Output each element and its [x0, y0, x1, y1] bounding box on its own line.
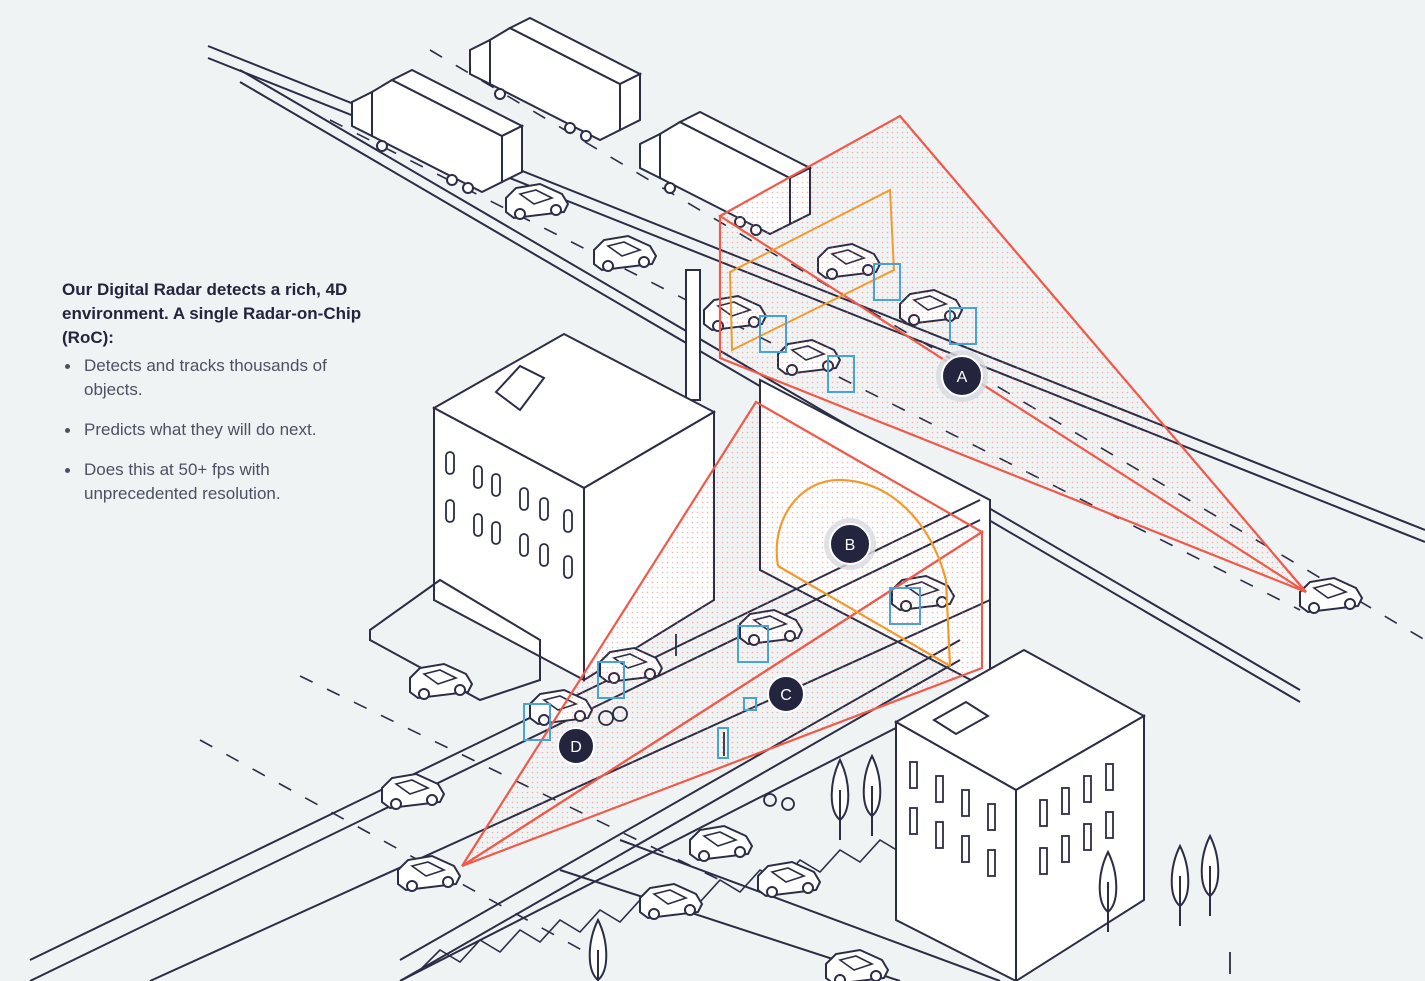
truck-icon — [351, 17, 811, 236]
building-windows — [445, 451, 573, 579]
feature-item: Does this at 50+ fps with unprecedented … — [62, 458, 362, 506]
office-building — [893, 648, 1147, 981]
marker-c[interactable]: C — [767, 675, 805, 713]
intro-headline: Our Digital Radar detects a rich, 4D env… — [62, 280, 362, 347]
office-windows — [909, 761, 1114, 877]
marker-d-label: D — [570, 739, 582, 756]
feature-item: Detects and tracks thousands of objects. — [62, 354, 362, 402]
apartment-building — [369, 332, 717, 702]
marker-c-label: C — [780, 687, 792, 704]
marker-b[interactable]: B — [824, 518, 876, 570]
feature-list: Detects and tracks thousands of objects.… — [62, 354, 362, 506]
radar-beam-upper — [717, 114, 1307, 594]
cyclist-icon — [598, 706, 795, 811]
detection-boxes — [523, 263, 977, 759]
intro-text-panel: Our Digital Radar detects a rich, 4D env… — [62, 278, 362, 522]
marker-d[interactable]: D — [557, 727, 595, 765]
marker-b-label: B — [845, 537, 856, 554]
feature-item: Predicts what they will do next. — [62, 418, 362, 442]
marker-a[interactable]: A — [936, 350, 988, 402]
pedestrian-icon — [675, 634, 1231, 974]
marker-a-label: A — [957, 369, 968, 386]
